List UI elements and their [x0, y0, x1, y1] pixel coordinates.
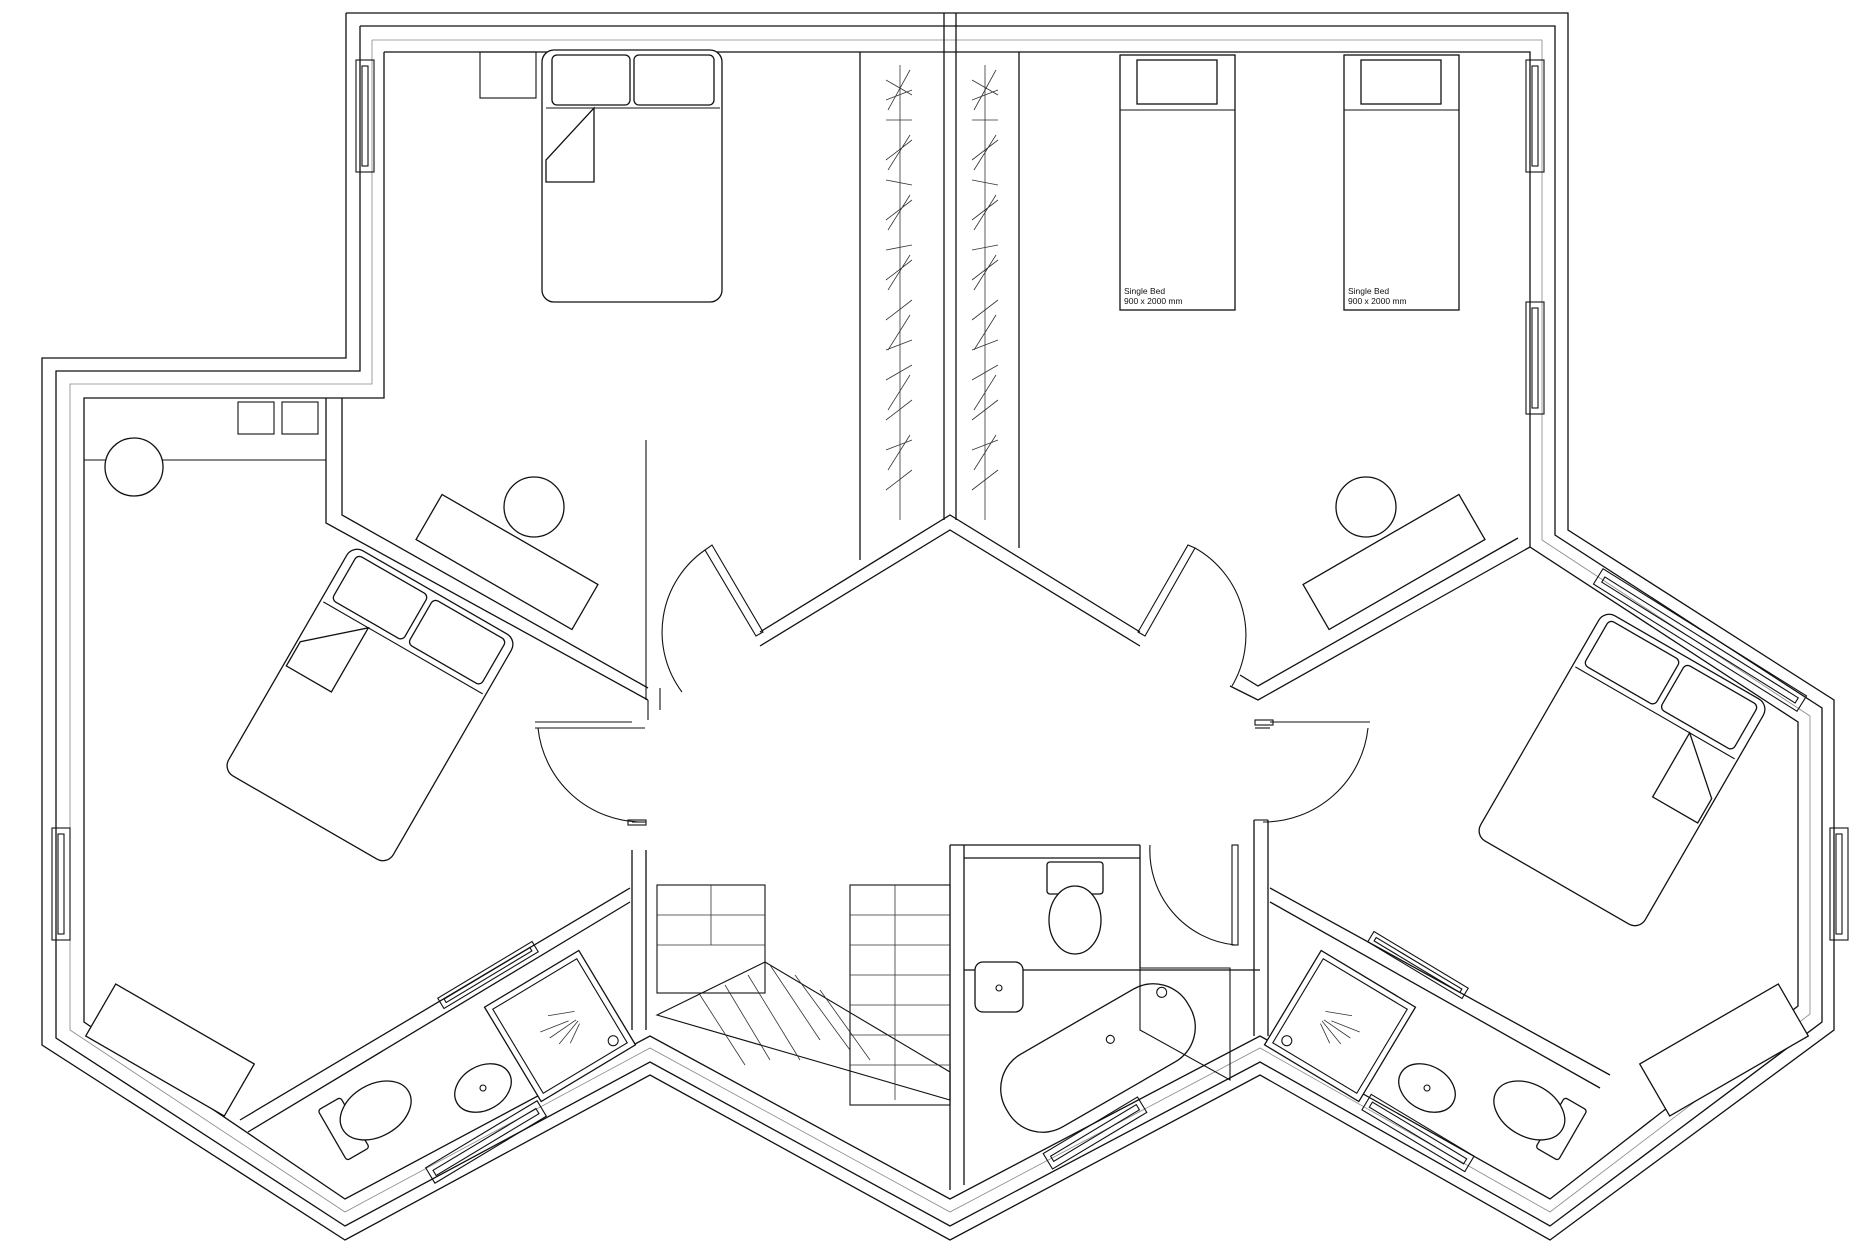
interior-walls: [239, 52, 1611, 1190]
wardrobes: [885, 65, 999, 520]
single-bed-b-title: Single Bed: [1348, 286, 1389, 296]
shower-left: [483, 949, 637, 1103]
sink-left: [454, 1063, 512, 1113]
bathtub-center: [1000, 983, 1196, 1133]
doors: [537, 544, 1369, 946]
single-bed-a-title: Single Bed: [1124, 286, 1165, 296]
sink-center: [974, 961, 1024, 1013]
toilet-left: [318, 1080, 412, 1161]
shower-right: [1263, 949, 1417, 1103]
nightstand-top-left: [479, 51, 537, 99]
stairs: [655, 884, 951, 1106]
double-bed-left: [226, 548, 514, 862]
landing-markers: [1139, 967, 1231, 1081]
desk-right: [1638, 983, 1810, 1117]
double-bed-top-left: [541, 49, 723, 303]
single-bed-a: Single Bed 900 x 2000 mm: [1119, 54, 1236, 311]
single-bed-b: Single Bed 900 x 2000 mm: [1343, 54, 1460, 311]
nightstand-left-a: [237, 401, 275, 435]
desk-left: [84, 983, 256, 1117]
nightstand-left-b: [281, 401, 319, 435]
windows: [51, 59, 1849, 1184]
desk-top-left: [415, 476, 599, 631]
toilet-right: [1493, 1080, 1587, 1161]
sink-right: [1398, 1063, 1456, 1113]
desk-top-right: [1302, 476, 1486, 631]
single-bed-b-size: 900 x 2000 mm: [1348, 296, 1407, 306]
single-bed-a-size: 900 x 2000 mm: [1124, 296, 1183, 306]
toilet-center: [1046, 861, 1104, 955]
chair-left: [104, 437, 164, 497]
double-bed-right: [1478, 613, 1766, 927]
